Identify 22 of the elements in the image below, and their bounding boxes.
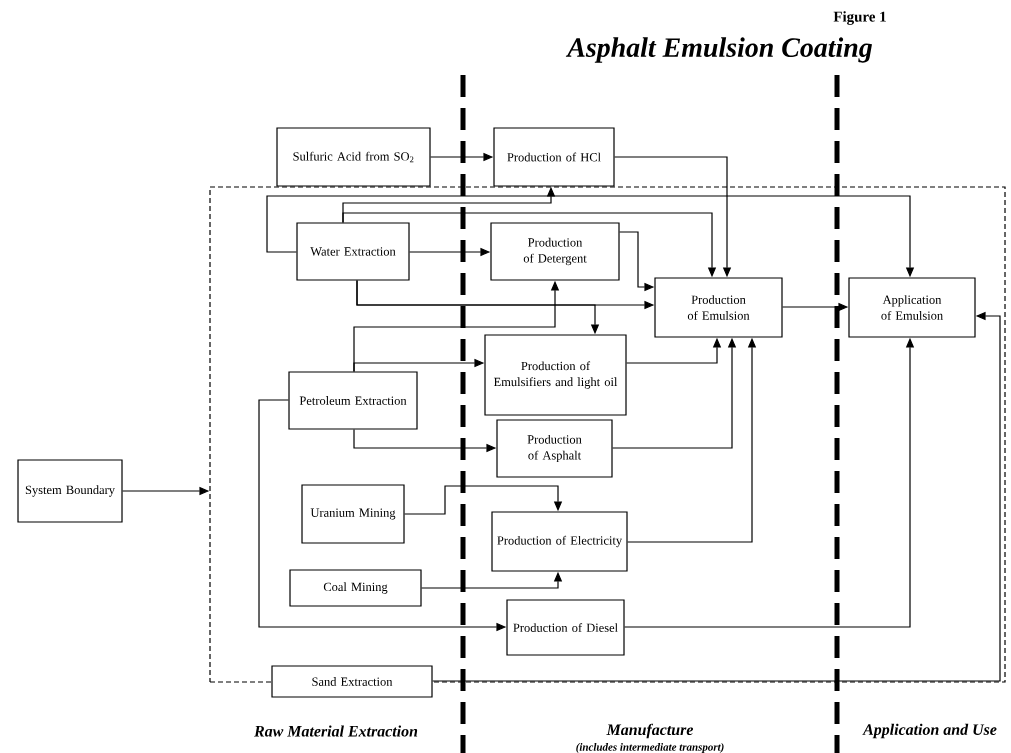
process-box: Petroleum Extraction	[288, 371, 418, 430]
figure-number: Figure 1	[833, 11, 886, 25]
process-box: Production of Emulsifiers and light oil	[484, 334, 627, 416]
title: Asphalt Emulsion Coating	[565, 37, 872, 63]
phase-label: Raw Material Extraction	[254, 725, 418, 737]
process-box: Water Extraction	[296, 222, 410, 281]
phase-note: (includes intermediate transport)	[576, 743, 724, 753]
process-box: Sulfuric Acid from SO$_{2}$	[276, 127, 431, 187]
phase-label: Manufacture	[606, 723, 694, 739]
process-box: Application of Emulsion	[848, 277, 976, 338]
process-box: System Boundary	[17, 459, 123, 523]
process-box: Uranium Mining	[301, 484, 405, 544]
process-box: Production of Asphalt	[496, 419, 613, 478]
process-box: Coal Mining	[289, 569, 422, 607]
arrow	[404, 485, 563, 515]
process-box: Production of Detergent	[490, 222, 620, 281]
phase-label: Application and Use	[862, 723, 997, 739]
process-box: Production of Diesel	[506, 599, 625, 656]
process-box: Production of HCl	[493, 127, 615, 187]
process-box: Sand Extraction	[271, 665, 433, 698]
process-box: Production of Emulsion	[654, 277, 783, 338]
process-box: Production of Electricity	[491, 511, 628, 572]
